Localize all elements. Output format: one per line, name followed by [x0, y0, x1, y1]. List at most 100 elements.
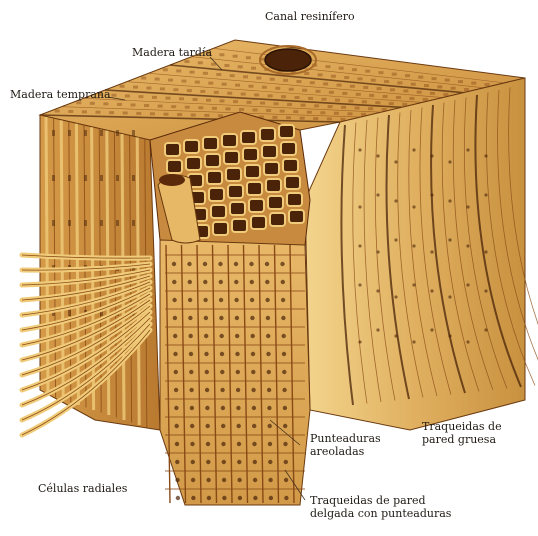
bordered-pit	[176, 496, 180, 500]
bordered-pit	[236, 388, 240, 392]
top-cell	[256, 77, 261, 80]
top-cell	[146, 86, 151, 89]
thick-wall-cell	[243, 148, 258, 161]
bordered-pit	[235, 334, 239, 338]
bordered-pit	[172, 298, 176, 302]
right-pit	[484, 250, 487, 253]
left-face-pit	[68, 220, 71, 226]
top-cell	[316, 90, 321, 93]
label-madera-temprana-text: Madera temprana	[10, 88, 111, 101]
label-celulas-radiales: Células radiales	[38, 482, 127, 495]
thick-wall-cell	[270, 213, 285, 226]
top-cell	[224, 64, 229, 67]
left-face-pit	[84, 220, 87, 226]
thick-wall-cell	[186, 157, 201, 170]
bordered-pit	[175, 442, 179, 446]
top-cell	[389, 102, 394, 105]
bordered-pit	[237, 442, 241, 446]
right-pit	[376, 250, 379, 253]
bordered-pit	[172, 262, 176, 266]
top-cell	[260, 102, 265, 105]
bordered-pit	[206, 424, 210, 428]
top-cell	[251, 67, 256, 70]
right-pit	[430, 250, 433, 253]
left-face-pit	[132, 130, 135, 136]
bordered-pit	[207, 496, 211, 500]
left-face-pit	[132, 175, 135, 181]
top-cell	[361, 113, 366, 116]
left-face-pit	[116, 130, 119, 136]
top-cell	[109, 111, 114, 114]
top-cell	[362, 100, 367, 103]
bordered-pit	[173, 334, 177, 338]
right-pit	[376, 289, 379, 292]
right-pit	[430, 154, 433, 157]
top-cell	[238, 65, 243, 68]
thick-wall-cell	[209, 188, 224, 201]
right-pit	[394, 295, 397, 298]
top-cell	[295, 96, 300, 99]
top-cell	[430, 92, 435, 95]
top-cell	[300, 117, 305, 120]
bordered-pit	[220, 334, 224, 338]
top-cell	[268, 94, 273, 97]
top-cell	[321, 98, 326, 101]
top-cell	[185, 106, 190, 109]
label-punteaduras-areoladas: Punteaduras areoladas	[310, 432, 381, 458]
bordered-pit	[284, 496, 288, 500]
top-cell	[363, 86, 368, 89]
bordered-pit	[172, 280, 176, 284]
thick-wall-cell	[226, 168, 241, 181]
top-cell	[144, 104, 149, 107]
left-face-pit	[68, 130, 71, 136]
block-right-face	[305, 78, 525, 430]
right-pit	[484, 193, 487, 196]
thick-wall-cell	[222, 134, 237, 147]
top-cell	[318, 73, 323, 76]
top-cell	[262, 86, 267, 89]
top-cell	[337, 84, 342, 87]
top-cell	[302, 89, 307, 92]
top-cell	[368, 107, 373, 110]
top-cell	[90, 102, 95, 105]
right-pit	[358, 244, 361, 247]
bordered-pit	[252, 424, 256, 428]
top-cell	[390, 88, 395, 91]
top-cell	[120, 85, 125, 88]
bordered-pit	[251, 334, 255, 338]
label-traqueidas-delgada-line2: delgada con punteaduras	[310, 507, 451, 520]
top-cell	[254, 93, 259, 96]
bordered-pit	[222, 496, 226, 500]
bordered-pit	[189, 388, 193, 392]
top-cell	[160, 87, 165, 90]
bordered-pit	[267, 388, 271, 392]
top-cell	[325, 65, 330, 68]
top-cell	[216, 73, 221, 76]
bordered-pit	[204, 316, 208, 320]
label-traqueidas-pared-delgada: Traqueidas de pared delgada con punteadu…	[310, 494, 451, 520]
bordered-pit	[189, 352, 193, 356]
bordered-pit	[174, 370, 178, 374]
top-cell	[138, 95, 143, 98]
top-cell	[371, 79, 376, 82]
left-face-pit	[116, 175, 119, 181]
top-cell	[355, 107, 360, 110]
label-madera-temprana: Madera temprana	[10, 88, 111, 101]
bordered-pit	[222, 460, 226, 464]
bordered-pit	[175, 424, 179, 428]
top-cell	[403, 89, 408, 92]
bordered-pit	[282, 388, 286, 392]
right-pit	[466, 244, 469, 247]
right-pit	[358, 205, 361, 208]
left-face-pit	[52, 175, 55, 181]
top-cell	[308, 97, 313, 100]
thick-wall-cell	[230, 202, 245, 215]
right-pit	[394, 199, 397, 202]
label-punteaduras-line1: Punteaduras	[310, 432, 381, 445]
top-cell	[411, 83, 416, 86]
top-cell	[111, 94, 116, 97]
bordered-pit	[251, 388, 255, 392]
bordered-pit	[282, 370, 286, 374]
right-pit	[358, 340, 361, 343]
